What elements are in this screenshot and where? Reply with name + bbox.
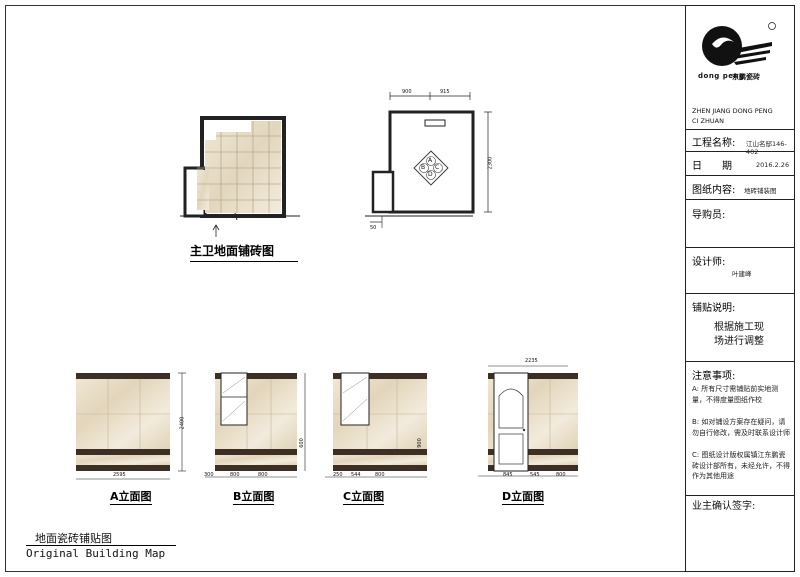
- elevation-a-title: A立面图: [110, 490, 152, 505]
- drawing-title-cn: 地面瓷砖铺贴图: [35, 532, 112, 545]
- project-value: 江山名邸146-402: [746, 140, 787, 156]
- notes-label: 注意事项:: [692, 371, 736, 382]
- elevation-c-dim-3: 800: [375, 472, 385, 478]
- notes-row: 注意事项: A: 所有尺寸需铺贴前实地测量，不得度量图纸作校 B: 如对铺设方案…: [686, 362, 794, 496]
- designer-value: 叶建峰: [732, 270, 752, 278]
- logo-text-cn: 东鹏瓷砖: [732, 73, 760, 81]
- content-label: 图纸内容:: [692, 185, 736, 196]
- elevation-a-dim-side: 2400: [179, 416, 186, 430]
- elevation-b-title: B立面图: [233, 490, 275, 505]
- drawing-title-en: Original Building Map: [26, 545, 176, 560]
- elevation-b-dim-2: 800: [230, 472, 240, 478]
- logo-text: dong peng: [698, 72, 745, 80]
- elevation-b-dim-3: 800: [258, 472, 268, 478]
- elevation-c-dim-side: 900: [416, 438, 423, 448]
- arrow-up-icon: [212, 224, 220, 237]
- elevation-d: [478, 365, 578, 477]
- elevation-b: [205, 372, 306, 478]
- compass-label-c: C: [435, 164, 440, 171]
- company-name-line1: ZHEN JIANG DONG PENG: [692, 107, 773, 115]
- elevation-c-dim-2: 544: [351, 472, 361, 478]
- elevation-d-dim-3: 800: [556, 472, 566, 478]
- content-value: 地砖铺装图: [744, 187, 777, 195]
- note-b: B: 如对铺设方案存在疑问，请勿自行修改，需及时联系设计师: [692, 418, 790, 437]
- company-name-line2: CI ZHUAN: [692, 117, 724, 125]
- compass-label-a: A: [428, 157, 433, 164]
- guide-row: 导购员:: [686, 200, 794, 248]
- elevation-d-dim-top: 2235: [525, 358, 538, 364]
- project-label: 工程名称:: [692, 138, 736, 149]
- paving-value-1: 根据施工现: [714, 322, 764, 333]
- project-row: 工程名称: 江山名邸146-402: [686, 130, 794, 156]
- date-value: 2016.2.26: [756, 161, 790, 169]
- date-label: 日 期: [692, 161, 732, 172]
- elevation-b-dim-side: 600: [298, 438, 305, 448]
- compass-label-b: B: [421, 164, 426, 171]
- guide-label: 导购员:: [692, 210, 726, 221]
- note-a: A: 所有尺寸需铺贴前实地测量，不得度量图纸作校: [692, 385, 779, 404]
- paving-value-2: 场进行调整: [714, 336, 764, 347]
- elevation-b-dim-1: 300: [204, 472, 214, 478]
- note-c: C: 图纸设计版权属镇江东鹏瓷砖设计部所有，未经允许，不得作为其他用途: [692, 451, 790, 480]
- dimension-plan: [365, 92, 492, 228]
- title-block: dong peng 东鹏瓷砖 ZHEN JIANG DONG PENG CI Z…: [685, 5, 795, 572]
- elevation-d-dim-2: 545: [530, 472, 540, 478]
- elevation-a-dim-bottom: 2595: [113, 472, 126, 478]
- designer-row: 设计师: 叶建峰: [686, 248, 794, 294]
- elevation-d-dim-1: 845: [503, 472, 513, 478]
- paving-label: 铺贴说明:: [692, 303, 736, 314]
- paving-row: 铺贴说明: 根据施工现 场进行调整: [686, 294, 794, 362]
- plan-dim-bottom: 50: [370, 225, 377, 231]
- elevation-a: [76, 372, 186, 480]
- logo-cell: dong peng 东鹏瓷砖 ZHEN JIANG DONG PENG CI Z…: [686, 6, 794, 130]
- elevation-d-title: D立面图: [502, 490, 545, 505]
- elevation-c-dim-1: 250: [333, 472, 343, 478]
- dongpeng-logo-icon: [702, 22, 776, 66]
- date-row: 日 期 2016.2.26: [686, 152, 794, 176]
- elevation-c-title: C立面图: [343, 490, 385, 505]
- designer-label: 设计师:: [692, 257, 726, 268]
- owner-sign-row: 业主确认签字:: [692, 501, 756, 512]
- elevation-c: [325, 372, 427, 478]
- content-row: 图纸内容: 地砖铺装图: [686, 176, 794, 200]
- plan-dim-top-b: 915: [440, 89, 450, 95]
- floor-tile-plan: [180, 116, 300, 221]
- compass-label-d: D: [428, 171, 433, 178]
- floor-plan-title: 主卫地面铺砖图: [190, 242, 298, 262]
- plan-dim-top-a: 900: [402, 89, 412, 95]
- plan-dim-side: 2300: [487, 156, 494, 170]
